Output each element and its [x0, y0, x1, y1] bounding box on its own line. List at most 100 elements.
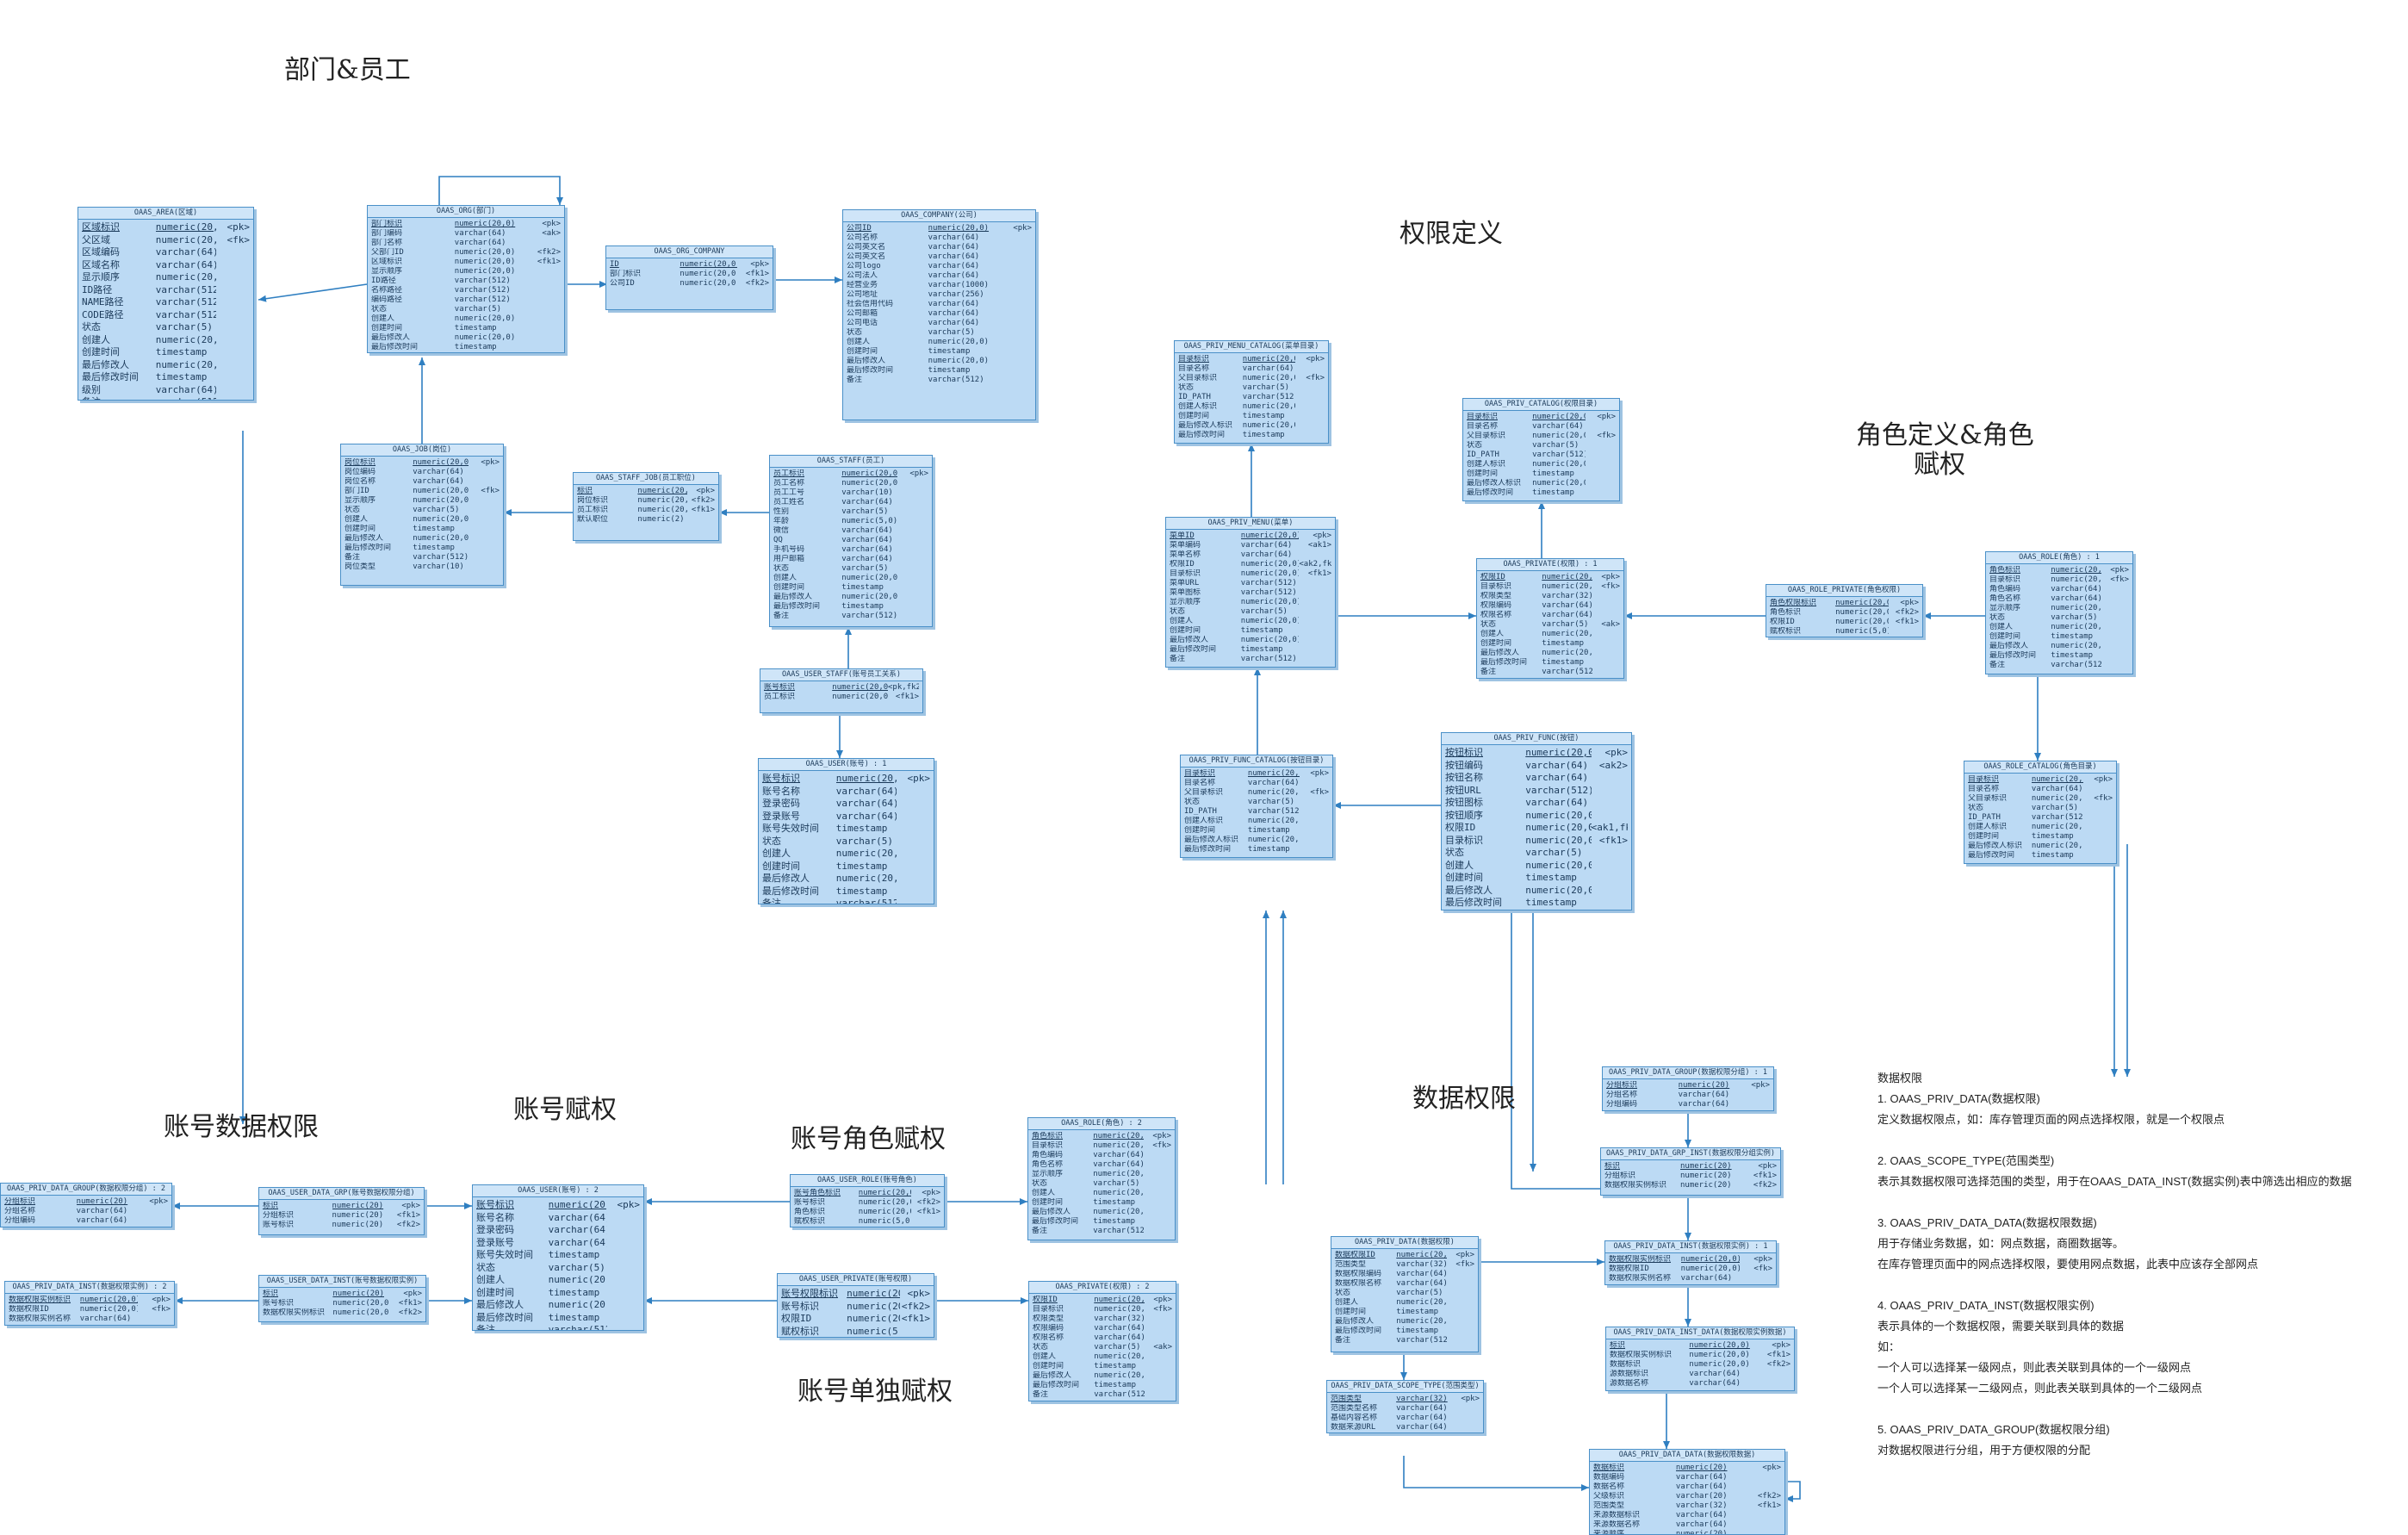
attribute-key	[607, 1324, 640, 1330]
attribute-name: 数据权限实例标识	[1610, 1351, 1673, 1359]
attribute-type: numeric(20,0)	[1242, 402, 1295, 411]
entity-rolecatalog[interactable]: OAAS_ROLE_CATALOG(角色目录)目录标识numeric(20,0)…	[1964, 761, 2117, 864]
entity-user1[interactable]: OAAS_USER(账号) : 1账号标识numeric(20,0)<pk>账号…	[758, 758, 934, 904]
attribute-name: 最后修改人	[847, 357, 886, 365]
attribute-type: varchar(64)	[1678, 1100, 1730, 1109]
entity-private[interactable]: OAAS_PRIVATE(权限) : 1权限IDnumeric(20,0)<pk…	[1476, 558, 1624, 679]
entity-area[interactable]: OAAS_AREA(区域)区域标识numeric(20,0)<pk>父区域num…	[78, 207, 254, 401]
attribute-key	[1592, 860, 1628, 873]
relationship-line	[1511, 910, 1611, 1192]
attribute-name: 公司邮箱	[847, 309, 878, 318]
attribute-key	[1737, 1100, 1770, 1109]
attribute-name: 创建时间	[82, 346, 120, 357]
attribute-name: 目录标识	[1032, 1141, 1064, 1150]
entity-privfunc[interactable]: OAAS_PRIV_FUNC(按钮)按钮标识numeric(20,0)<pk>按…	[1441, 732, 1632, 910]
attribute-key	[1299, 550, 1331, 560]
attribute-key	[897, 498, 928, 507]
entity-staffjob[interactable]: OAAS_STAFF_JOB(员工职位)标识numeric(20,0)<pk>岗…	[573, 472, 719, 541]
entity-name: OAAS_STAFF(员工)	[770, 456, 932, 468]
entity-private2[interactable]: OAAS_PRIVATE(权限) : 2权限IDnumeric(20,0)<pk…	[1028, 1281, 1176, 1401]
attribute-key	[1299, 617, 1331, 626]
entity-privcatalog[interactable]: OAAS_PRIV_CATALOG(权限目录)目录标识numeric(20,0)…	[1462, 398, 1620, 501]
attribute-key: <pk>	[909, 469, 928, 478]
entity-name: OAAS_ORG(部门)	[368, 206, 564, 218]
entity-role2[interactable]: OAAS_ROLE(角色) : 2角色标识numeric(20,0)<pk>目录…	[1027, 1117, 1176, 1240]
attribute-key	[1743, 1482, 1781, 1492]
attribute-key: <fk2>	[396, 1221, 420, 1229]
attribute-type: varchar(1000)	[928, 281, 990, 289]
attribute-key	[523, 295, 561, 305]
attribute-key: <pk>	[227, 221, 251, 233]
attribute-name: 状态	[1184, 798, 1201, 806]
attribute-name: 状态	[1335, 1289, 1351, 1297]
entity-userprivate[interactable]: OAAS_USER_PRIVATE(账号权限)账号权限标识numeric(20,…	[777, 1273, 934, 1338]
entity-name: OAAS_PRIV_DATA_SCOPE_TYPE(范围类型)	[1327, 1381, 1483, 1393]
attribute-name: 菜单名称	[1170, 550, 1201, 559]
attribute-name: 分组编码	[4, 1216, 36, 1225]
label-account-role-grant: 账号角色赋权	[791, 1124, 946, 1154]
attribute-key	[911, 1217, 940, 1227]
attribute-key: <fk2>	[1757, 1492, 1781, 1501]
attribute-name: 备注	[1445, 910, 1525, 911]
attribute-type: numeric(20,0)	[2031, 775, 2083, 784]
attribute-key: <ak2>	[1598, 759, 1628, 771]
entity-user2[interactable]: OAAS_USER(账号) : 2账号标识numeric(20,0)<pk>账号…	[472, 1184, 644, 1331]
attribute-name: 最后修改时间	[1445, 897, 1502, 908]
attribute-name: 基础内容名称	[1331, 1414, 1378, 1422]
attribute-key: <pk>	[1772, 1341, 1790, 1350]
attribute-name: 状态	[476, 1261, 495, 1273]
attribute-name: 备注	[344, 553, 361, 562]
attribute-type: numeric(20,0)	[847, 1288, 900, 1299]
attribute-type: numeric(20,0)	[332, 1308, 390, 1317]
attribute-type: varchar(64)	[1675, 1511, 1728, 1519]
attribute-key	[1592, 785, 1628, 798]
attribute-name: NAME路径	[82, 296, 124, 308]
entity-userrole[interactable]: OAAS_USER_ROLE(账号角色)账号角色标识numeric(20,0)<…	[790, 1174, 945, 1227]
entity-privdata[interactable]: OAAS_PRIV_DATA(数据权限)数据权限IDnumeric(20,0)<…	[1331, 1236, 1479, 1352]
attribute-type: numeric(20)	[332, 1202, 384, 1210]
attribute-name: 区域名称	[82, 258, 120, 270]
attribute-key	[1754, 1379, 1790, 1389]
entity-role1[interactable]: OAAS_ROLE(角色) : 1角色标识numeric(20,0)<pk>目录…	[1985, 551, 2133, 674]
attribute-type: varchar(64)	[155, 383, 216, 395]
attribute-name: 范围类型	[1335, 1260, 1367, 1269]
